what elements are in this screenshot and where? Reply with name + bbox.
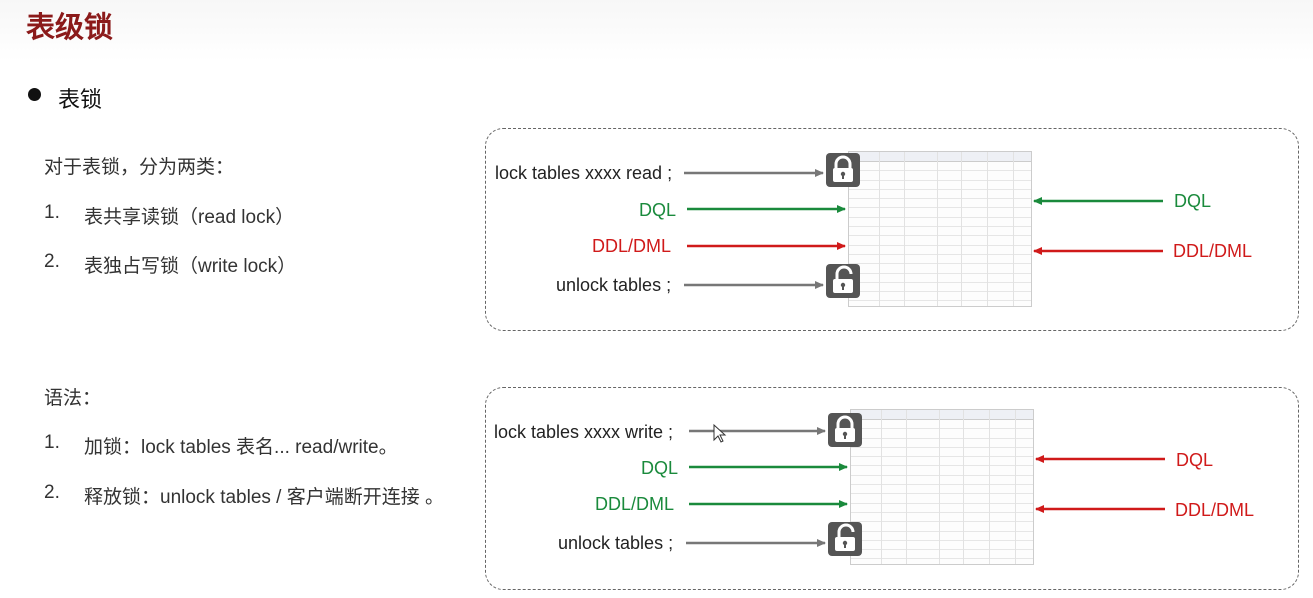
intro-heading: 对于表锁，分为两类： <box>44 157 235 178</box>
syntax-item-1-number: 1. <box>44 432 60 453</box>
lock-closed-icon <box>826 153 860 187</box>
read-right-dql-label: DQL <box>1174 191 1212 211</box>
read-lock-diagram <box>485 128 1299 331</box>
read-lock-command: lock tables xxxx read ; <box>495 163 673 183</box>
intro-item-1-number: 1. <box>44 202 60 223</box>
syntax-heading: 语法： <box>44 388 102 409</box>
lock-closed-icon <box>828 413 862 447</box>
syntax-item-2-number: 2. <box>44 482 60 503</box>
syntax-item-2-text: 释放锁：unlock tables / 客户端断开连接 。 <box>84 487 445 508</box>
write-unlock-command: unlock tables ; <box>558 533 674 553</box>
write-lock-command: lock tables xxxx write ; <box>494 422 674 442</box>
write-lock-diagram <box>485 387 1299 590</box>
intro-item-1-text: 表共享读锁（read lock） <box>84 207 295 228</box>
intro-item-2-text: 表独占写锁（write lock） <box>84 256 297 277</box>
lock-open-icon <box>826 264 860 298</box>
read-unlock-command: unlock tables ; <box>556 275 672 295</box>
intro-item-2-number: 2. <box>44 251 60 272</box>
write-table-thumbnail <box>850 409 1034 565</box>
read-right-ddl-label: DDL/DML <box>1173 241 1253 261</box>
write-left-dql-label: DQL <box>641 458 679 478</box>
read-table-thumbnail <box>848 151 1032 307</box>
read-left-dql-label: DQL <box>639 200 677 220</box>
read-left-ddl-label: DDL/DML <box>592 236 672 256</box>
header-band <box>0 0 1313 62</box>
mouse-cursor-icon <box>713 423 727 443</box>
lock-open-icon <box>828 522 862 556</box>
page-title: 表级锁 <box>26 12 114 44</box>
write-right-ddl-label: DDL/DML <box>1175 500 1255 520</box>
bullet-dot-icon <box>28 88 41 101</box>
bullet-text: 表锁 <box>58 87 103 112</box>
syntax-item-1-text: 加锁：lock tables 表名... read/write。 <box>84 437 398 458</box>
write-right-dql-label: DQL <box>1176 450 1214 470</box>
write-left-ddl-label: DDL/DML <box>595 494 675 514</box>
